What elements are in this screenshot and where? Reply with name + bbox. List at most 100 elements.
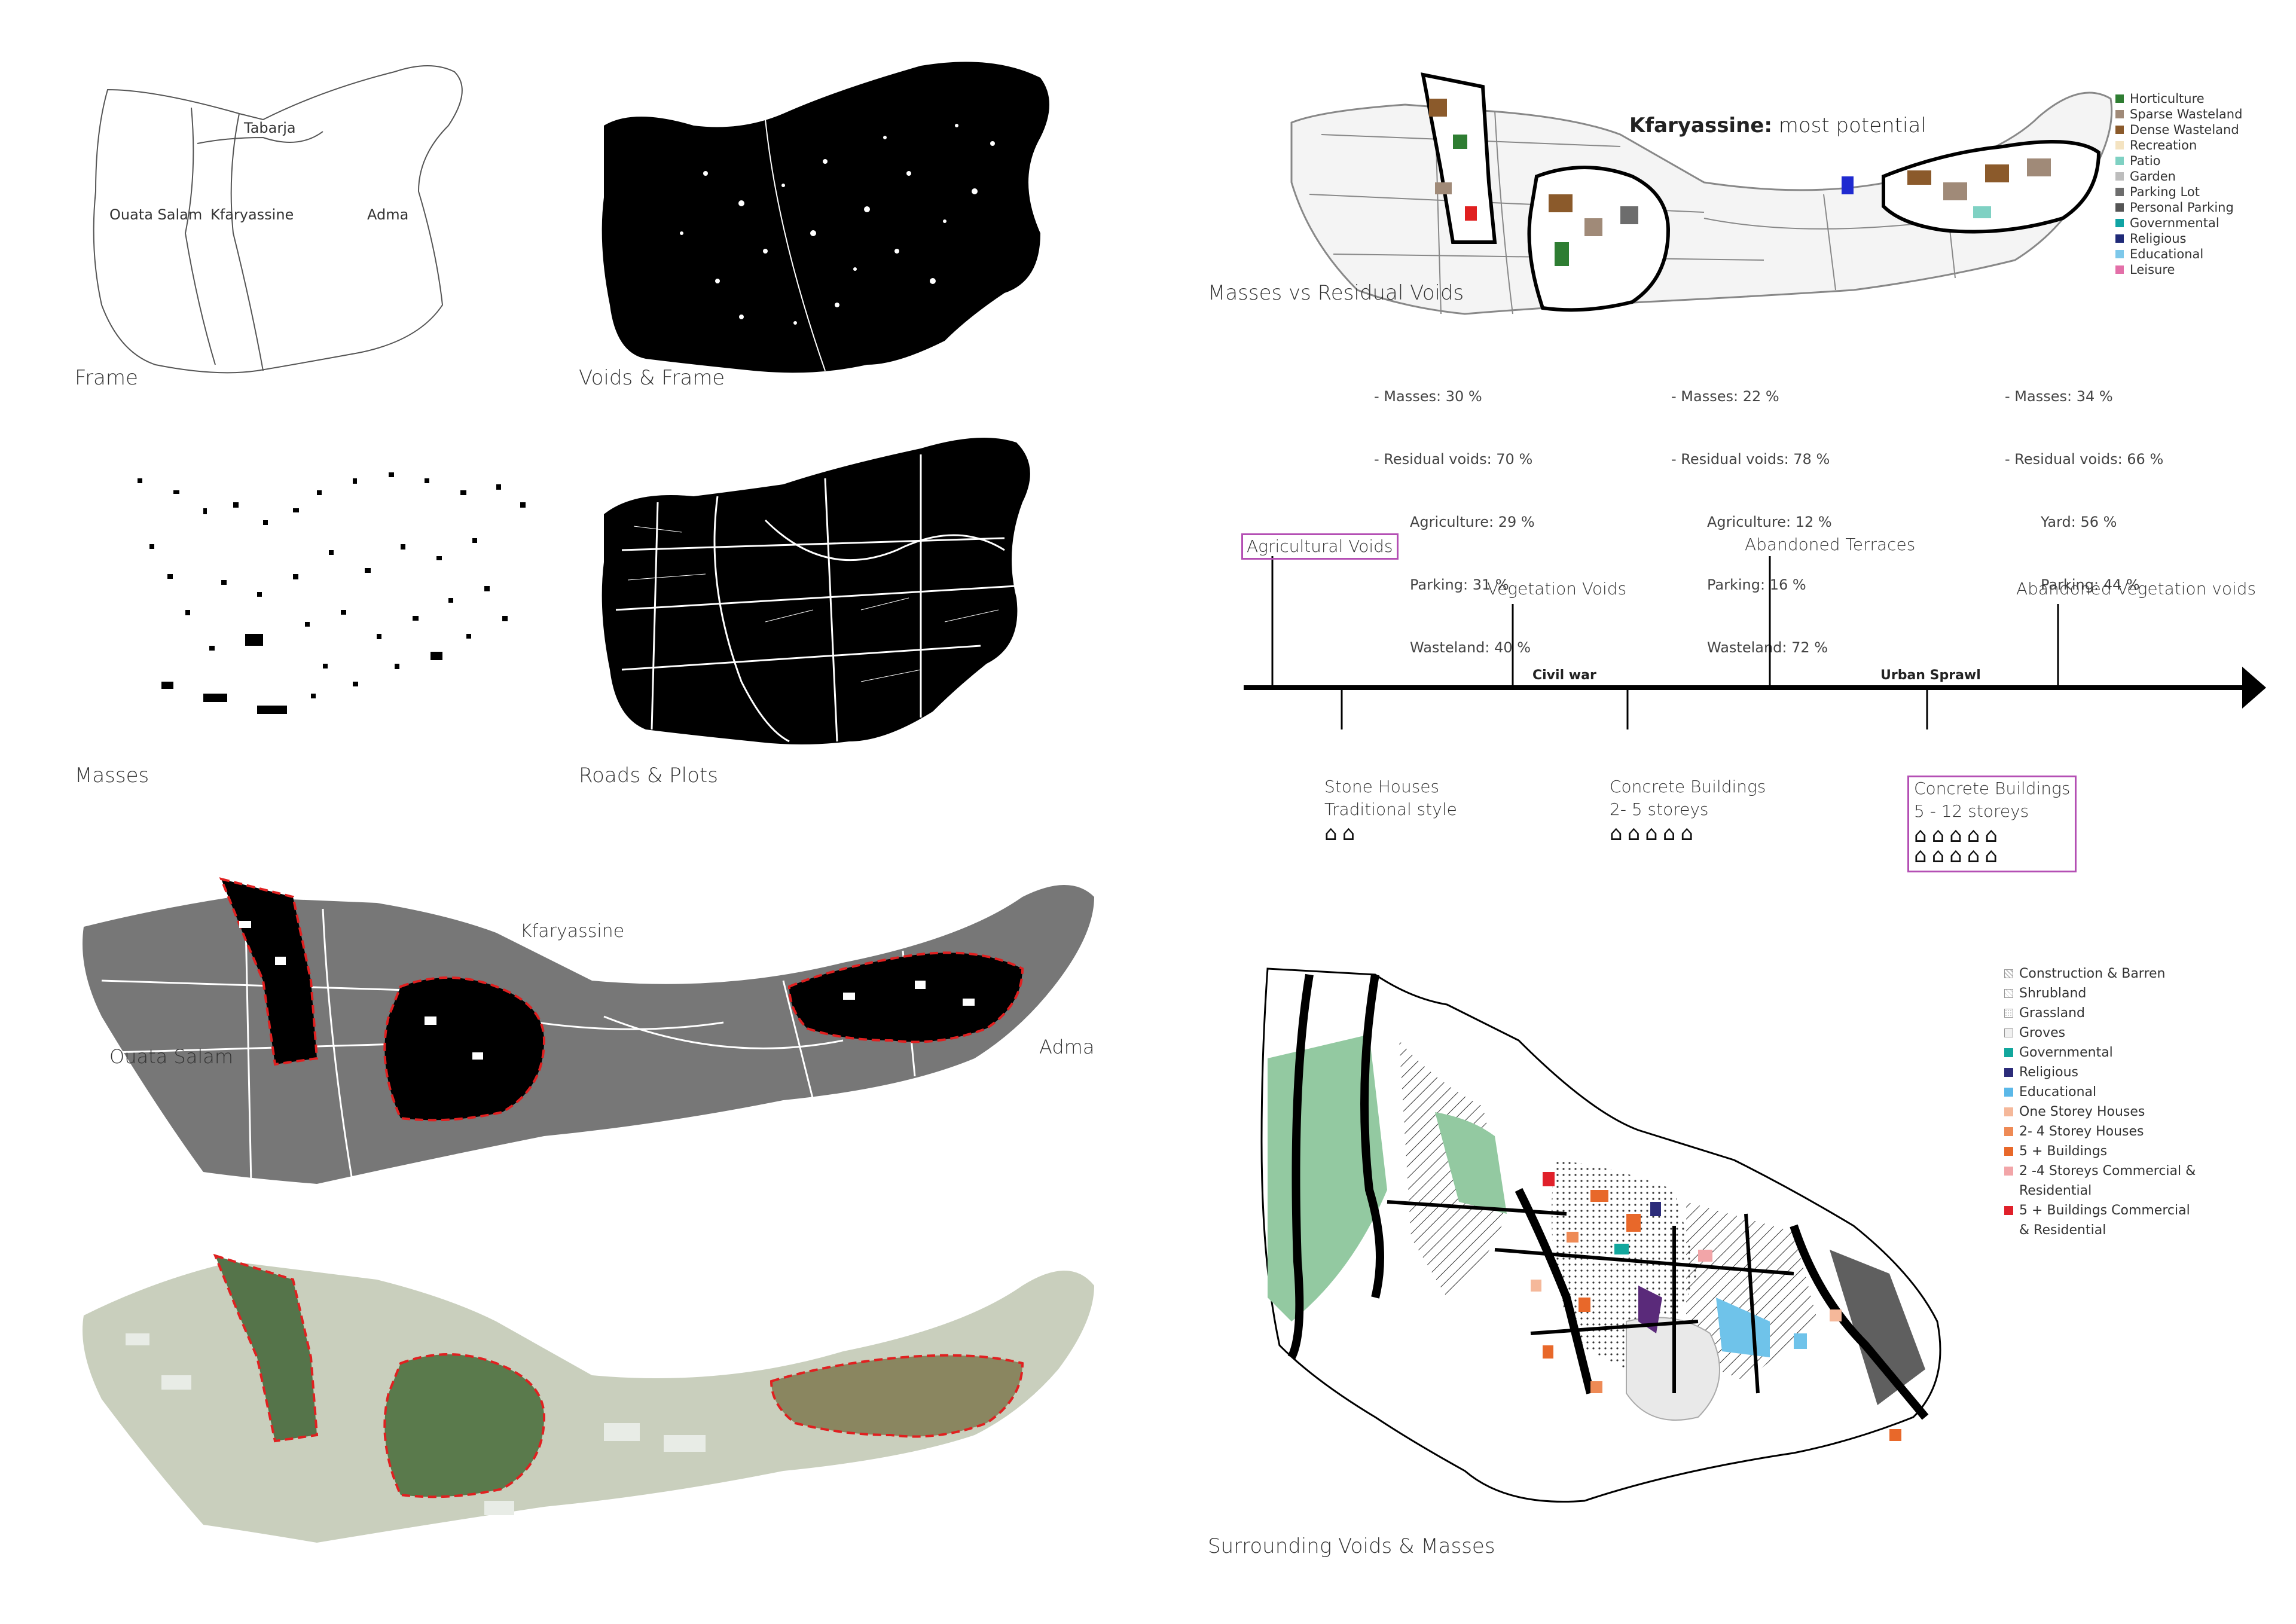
- timeline-item-title: Concrete Buildings: [1914, 779, 2071, 798]
- voids-frame-panel-label: Voids & Frame: [579, 366, 725, 390]
- legend-item: Recreation: [2115, 138, 2242, 153]
- stats-line: - Residual voids: 78 %: [1671, 451, 1830, 468]
- voids-frame-map: [602, 62, 1049, 373]
- legend-label: Parking Lot: [2130, 185, 2200, 199]
- legend-swatch: [2004, 1009, 2013, 1018]
- timeline-item-subtitle: 2- 5 storeys: [1610, 799, 1709, 819]
- masses-voids-title-bold: Kfaryassine:: [1629, 114, 1772, 138]
- legend-swatch: [2115, 157, 2124, 165]
- legend-label: 2- 4 Storey Houses: [2019, 1124, 2144, 1139]
- legend-label-line2: Residential: [2019, 1183, 2092, 1198]
- legend-item: 5 + Buildings: [2004, 1141, 2196, 1161]
- legend-item: Shrubland: [2004, 984, 2196, 1003]
- frame-panel-label: Frame: [75, 366, 138, 390]
- house-icon: ⌂⌂⌂⌂⌂: [1914, 823, 2002, 847]
- stats-kfaryassine: - Masses: 22 % - Residual voids: 78 % Ag…: [1671, 344, 1832, 679]
- stats-subline: Wasteland: 40 %: [1410, 639, 1531, 656]
- stats-adma: - Masses: 34 % - Residual voids: 66 % Ya…: [2005, 344, 2163, 616]
- legend-label: Dense Wasteland: [2130, 123, 2239, 137]
- site-plots-map: [83, 877, 1094, 1184]
- legend-swatch: [2115, 234, 2124, 243]
- surrounding-legend: Construction & Barren Shrubland Grasslan…: [2004, 964, 2196, 1240]
- legend-label: Groves: [2019, 1025, 2066, 1040]
- house-icon: ⌂⌂: [1324, 822, 1360, 845]
- timeline-agricultural-voids: Agricultural Voids: [1241, 533, 1399, 560]
- timeline-abandoned-terraces: Abandoned Terraces: [1745, 535, 1916, 554]
- roads-plots-panel-label: Roads & Plots: [579, 764, 718, 787]
- stats-subline: Agriculture: 12 %: [1707, 514, 1832, 530]
- legend-item: Dense Wasteland: [2115, 122, 2242, 138]
- stats-subline: Agriculture: 29 %: [1410, 514, 1535, 530]
- legend-label: Construction & Barren: [2019, 966, 2166, 981]
- legend-label: Educational: [2130, 247, 2204, 261]
- stats-subline: Wasteland: 72 %: [1707, 639, 1828, 656]
- frame-outline-map: [93, 65, 463, 374]
- masses-voids-title: Kfaryassine: most potential: [1629, 114, 1926, 138]
- legend-label: One Storey Houses: [2019, 1104, 2145, 1119]
- timeline-abandoned-vegetation-voids: Abandoned Vegetation voids: [2016, 579, 2257, 599]
- legend-label: Religious: [2019, 1065, 2078, 1080]
- timeline-item-subtitle: 5 - 12 storeys: [1914, 801, 2029, 821]
- timeline-concrete-low: Concrete Buildings 2- 5 storeys ⌂⌂⌂⌂⌂: [1610, 776, 1766, 844]
- legend-label: Governmental: [2019, 1045, 2113, 1060]
- stats-subline: Yard: 56 %: [2041, 514, 2117, 530]
- masses-voids-title-rest: most potential: [1772, 114, 1926, 138]
- site-label-adma: Adma: [1039, 1036, 1095, 1058]
- legend-swatch: [2115, 141, 2124, 149]
- house-icon: ⌂⌂⌂⌂⌂: [1610, 822, 1698, 845]
- stats-subline: Parking: 44 %: [2041, 576, 2140, 593]
- legend-label: Shrubland: [2019, 986, 2087, 1001]
- legend-swatch: [2115, 172, 2124, 181]
- timeline-item-subtitle: Traditional style: [1324, 799, 1457, 819]
- legend-item: 5 + Buildings Commercial& Residential: [2004, 1201, 2196, 1240]
- stats-line: - Residual voids: 70 %: [1374, 451, 1533, 468]
- legend-swatch: [2115, 188, 2124, 196]
- legend-swatch: [2004, 1068, 2013, 1077]
- legend-item: Parking Lot: [2115, 184, 2242, 200]
- legend-item: Governmental: [2004, 1043, 2196, 1063]
- timeline-period-civil-war: Civil war: [1532, 668, 1596, 683]
- legend-item: Educational: [2004, 1082, 2196, 1102]
- legend-item: Patio: [2115, 153, 2242, 169]
- legend-item: Religious: [2115, 231, 2242, 246]
- legend-item: Religious: [2004, 1063, 2196, 1082]
- masses-residual-voids-map: [1290, 72, 2113, 315]
- stats-line: - Residual voids: 66 %: [2005, 451, 2164, 468]
- masses-voids-panel-label: Masses vs Residual Voids: [1208, 281, 1464, 305]
- legend-swatch: [2004, 1048, 2013, 1057]
- legend-label: Patio: [2130, 154, 2161, 168]
- region-label-tabarja: Tabarja: [244, 120, 296, 136]
- legend-label: Recreation: [2130, 138, 2197, 152]
- timeline-axis: [1244, 556, 2266, 729]
- stats-line: - Masses: 34 %: [2005, 388, 2113, 405]
- legend-label: Religious: [2130, 231, 2187, 246]
- legend-swatch: [2004, 989, 2013, 998]
- stats-subline: Parking: 31 %: [1410, 576, 1509, 593]
- timeline-item-title: Concrete Buildings: [1610, 777, 1766, 796]
- legend-label: Sparse Wasteland: [2130, 107, 2243, 121]
- legend-item: 2 -4 Storeys Commercial &Residential: [2004, 1161, 2196, 1201]
- land-use-legend: Horticulture Sparse Wasteland Dense Wast…: [2115, 91, 2242, 277]
- legend-item: Grassland: [2004, 1003, 2196, 1023]
- masses-panel-label: Masses: [75, 764, 149, 787]
- legend-swatch: [2004, 1127, 2013, 1136]
- legend-swatch: [2115, 94, 2124, 103]
- legend-swatch: [2004, 969, 2013, 978]
- region-label-ouata-salam: Ouata Salam: [109, 206, 203, 223]
- house-icon: ⌂⌂⌂⌂⌂: [1914, 844, 2002, 868]
- stats-subline: Parking: 16 %: [1707, 576, 1806, 593]
- legend-item: 2- 4 Storey Houses: [2004, 1122, 2196, 1141]
- region-label-adma: Adma: [367, 206, 409, 223]
- legend-swatch: [2115, 265, 2124, 274]
- stats-ouata-salam: - Masses: 30 % - Residual voids: 70 % Ag…: [1374, 344, 1535, 679]
- legend-swatch: [2004, 1088, 2013, 1097]
- legend-item: Construction & Barren: [2004, 964, 2196, 984]
- legend-item: Horticulture: [2115, 91, 2242, 106]
- timeline-concrete-high: Concrete Buildings 5 - 12 storeys ⌂⌂⌂⌂⌂ …: [1907, 776, 2077, 872]
- legend-swatch: [2115, 219, 2124, 227]
- legend-item: Garden: [2115, 169, 2242, 184]
- timeline-item-title: Stone Houses: [1324, 777, 1440, 796]
- legend-label-line2: & Residential: [2019, 1223, 2106, 1238]
- legend-label: Governmental: [2130, 216, 2219, 230]
- legend-swatch: [2115, 110, 2124, 118]
